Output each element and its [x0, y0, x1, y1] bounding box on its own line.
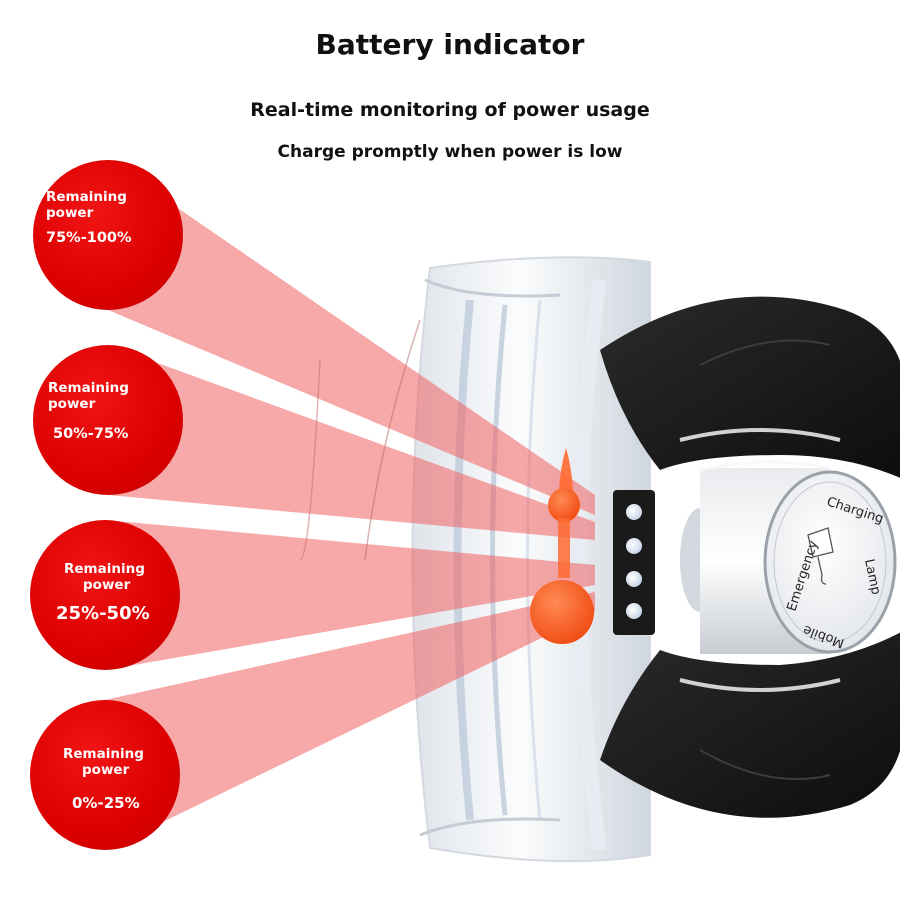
battery-level-0-25: Remaining power 0%-25% — [30, 700, 180, 850]
orange-power-switch — [530, 448, 594, 644]
level-range: 0%-25% — [72, 794, 140, 812]
level-label: Remaining — [63, 746, 144, 762]
cap-text-lamp: Lamp — [861, 558, 883, 596]
subtitle-monitoring: Real-time monitoring of power usage — [250, 99, 650, 121]
battery-led-4 — [626, 603, 642, 619]
level-label: power — [48, 396, 96, 412]
battery-level-75-100: Remaining power 75%-100% — [33, 160, 183, 310]
level-label: power — [46, 205, 94, 221]
battery-led-3 — [626, 571, 642, 587]
indicator-beams — [105, 160, 595, 850]
subtitle-charge-prompt: Charge promptly when power is low — [277, 142, 623, 162]
level-label: Remaining — [48, 380, 129, 396]
level-label: power — [83, 577, 131, 593]
battery-level-50-75: Remaining power 50%-75% — [33, 345, 183, 495]
level-range: 50%-75% — [53, 426, 129, 442]
level-label: Remaining — [46, 189, 127, 205]
battery-led-panel — [613, 490, 655, 635]
level-label: Remaining — [64, 561, 145, 577]
battery-led-2 — [626, 538, 642, 554]
solar-panel-ring — [600, 296, 900, 818]
lamp-cap: Charging Lamp Mobile Emergency — [763, 470, 897, 654]
level-range: 25%-50% — [56, 603, 150, 624]
level-label: power — [82, 762, 130, 778]
level-range: 75%-100% — [46, 230, 132, 246]
battery-level-25-50: Remaining power 25%-50% — [30, 520, 180, 670]
bulb-icon — [807, 527, 834, 558]
page-title: Battery indicator — [315, 28, 585, 61]
battery-led-1 — [626, 504, 642, 520]
